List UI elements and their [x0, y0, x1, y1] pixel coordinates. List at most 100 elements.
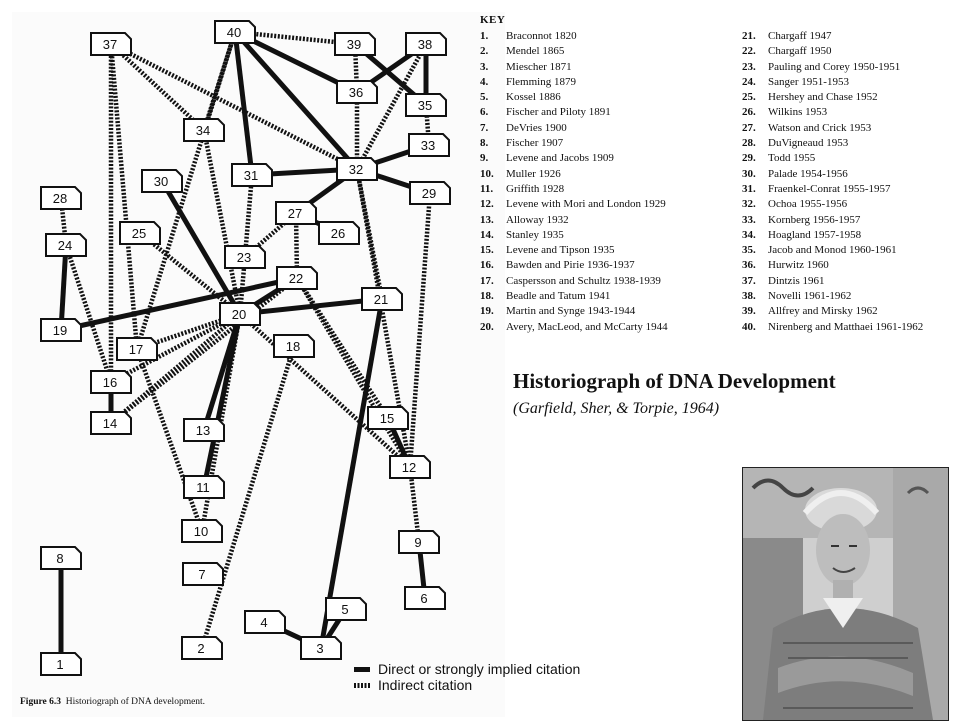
- node-label: 15: [380, 411, 394, 426]
- key-item-number: 35.: [742, 243, 768, 258]
- key-item: 11.Griffith 1928: [480, 182, 668, 197]
- key-item-label: Chargaff 1947: [768, 30, 831, 42]
- node-17: 17: [117, 338, 157, 360]
- node-label: 5: [341, 602, 348, 617]
- key-item-label: Avery, MacLeod, and McCarty 1944: [506, 321, 668, 333]
- portrait-photo: [742, 467, 949, 721]
- key-item: 4.Flemming 1879: [480, 75, 668, 90]
- key-item-number: 4.: [480, 75, 506, 90]
- key-item-number: 3.: [480, 60, 506, 75]
- node-label: 33: [421, 138, 435, 153]
- key-item-label: Chargaff 1950: [768, 45, 831, 57]
- key-item: 40.Nirenberg and Matthaei 1961-1962: [742, 320, 923, 335]
- key-item-label: Kossel 1886: [506, 91, 561, 103]
- key-item-label: Pauling and Corey 1950-1951: [768, 61, 900, 73]
- key-item: 5.Kossel 1886: [480, 90, 668, 105]
- key-item-label: Todd 1955: [768, 152, 815, 164]
- key-item-label: Martin and Synge 1943-1944: [506, 305, 635, 317]
- node-label: 40: [227, 25, 241, 40]
- key-item: 17.Caspersson and Schultz 1938-1939: [480, 274, 668, 289]
- node-28: 28: [41, 187, 81, 209]
- node-label: 32: [349, 162, 363, 177]
- node-40: 40: [215, 21, 255, 43]
- key-item: 32.Ochoa 1955-1956: [742, 197, 923, 212]
- key-item-label: Fraenkel-Conrat 1955-1957: [768, 183, 891, 195]
- key-item-number: 14.: [480, 228, 506, 243]
- key-item-label: Muller 1926: [506, 168, 561, 180]
- key-item-number: 10.: [480, 167, 506, 182]
- key-item: 10.Muller 1926: [480, 167, 668, 182]
- solid-line-icon: [354, 667, 370, 672]
- node-label: 30: [154, 174, 168, 189]
- key-item: 26.Wilkins 1953: [742, 105, 923, 120]
- key-item-number: 13.: [480, 213, 506, 228]
- key-item: 15.Levene and Tipson 1935: [480, 243, 668, 258]
- key-item: 36.Hurwitz 1960: [742, 258, 923, 273]
- key-item-number: 1.: [480, 29, 506, 44]
- key-item-label: Alloway 1932: [506, 214, 569, 226]
- key-item-label: Novelli 1961-1962: [768, 290, 851, 302]
- key-item-number: 17.: [480, 274, 506, 289]
- node-label: 21: [374, 292, 388, 307]
- node-label: 36: [349, 85, 363, 100]
- key-item: 25.Hershey and Chase 1952: [742, 90, 923, 105]
- key-item-number: 15.: [480, 243, 506, 258]
- legend-indirect-label: Indirect citation: [378, 677, 472, 693]
- key-item-label: Griffith 1928: [506, 183, 564, 195]
- node-label: 39: [347, 37, 361, 52]
- node-27: 27: [276, 202, 316, 224]
- node-label: 2: [197, 641, 204, 656]
- key-item-label: Bawden and Pirie 1936-1937: [506, 259, 635, 271]
- key-item-label: Ochoa 1955-1956: [768, 198, 847, 210]
- node-32: 32: [337, 158, 377, 180]
- node-label: 35: [418, 98, 432, 113]
- key-item-number: 31.: [742, 182, 768, 197]
- key-item-number: 21.: [742, 29, 768, 44]
- node-label: 31: [244, 168, 258, 183]
- node-label: 17: [129, 342, 143, 357]
- key-item-label: Kornberg 1956-1957: [768, 214, 860, 226]
- key-item: 27.Watson and Crick 1953: [742, 121, 923, 136]
- key-item: 33.Kornberg 1956-1957: [742, 213, 923, 228]
- key-item-number: 25.: [742, 90, 768, 105]
- key-item: 21.Chargaff 1947: [742, 29, 923, 44]
- key-item-number: 2.: [480, 44, 506, 59]
- node-15: 15: [368, 407, 408, 429]
- key-item-number: 19.: [480, 304, 506, 319]
- node-36: 36: [337, 81, 377, 103]
- key-item: 31.Fraenkel-Conrat 1955-1957: [742, 182, 923, 197]
- key-item: 22.Chargaff 1950: [742, 44, 923, 59]
- node-label: 6: [420, 591, 427, 606]
- legend-direct: Direct or strongly implied citation: [354, 661, 580, 677]
- node-label: 37: [103, 37, 117, 52]
- key-item: 7.DeVries 1900: [480, 121, 668, 136]
- key-item-label: DuVigneaud 1953: [768, 137, 848, 149]
- node-30: 30: [142, 170, 182, 192]
- node-label: 28: [53, 191, 67, 206]
- node-label: 25: [132, 226, 146, 241]
- node-label: 20: [232, 307, 246, 322]
- node-34: 34: [184, 119, 224, 141]
- key-item-label: Levene and Tipson 1935: [506, 244, 614, 256]
- key-item-number: 38.: [742, 289, 768, 304]
- node-label: 7: [198, 567, 205, 582]
- key-item-label: Hoagland 1957-1958: [768, 229, 861, 241]
- page-subtitle: (Garfield, Sher, & Torpie, 1964): [513, 400, 719, 418]
- dashed-line-icon: [354, 683, 370, 688]
- figure-caption: Figure 6.3 Historiograph of DNA developm…: [20, 697, 205, 707]
- key-item-label: Miescher 1871: [506, 61, 572, 73]
- key-item: 8.Fischer 1907: [480, 136, 668, 151]
- figure-caption-text: Historiograph of DNA development.: [66, 697, 205, 707]
- key-item: 13.Alloway 1932: [480, 213, 668, 228]
- node-label: 10: [194, 524, 208, 539]
- key-item-label: Levene with Mori and London 1929: [506, 198, 666, 210]
- key-item-number: 28.: [742, 136, 768, 151]
- node-11: 11: [184, 476, 224, 498]
- node-23: 23: [225, 246, 265, 268]
- node-label: 16: [103, 375, 117, 390]
- key-item-number: 40.: [742, 320, 768, 335]
- node-label: 18: [286, 339, 300, 354]
- node-12: 12: [390, 456, 430, 478]
- key-item-number: 11.: [480, 182, 506, 197]
